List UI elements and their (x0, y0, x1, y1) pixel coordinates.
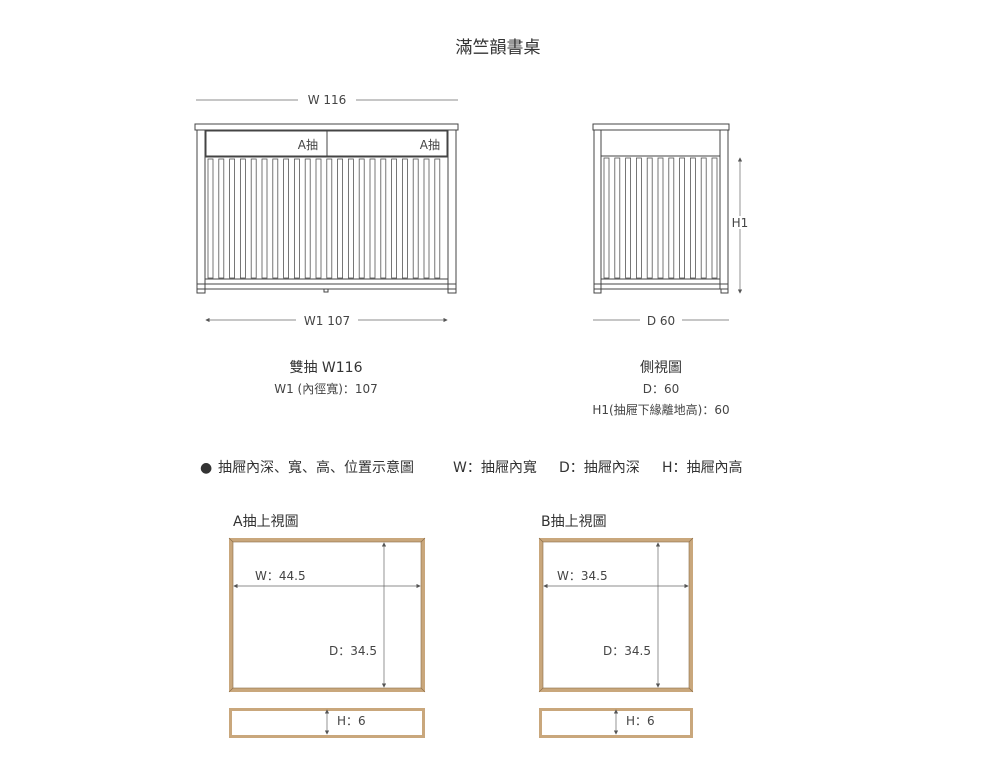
slat (369, 158, 376, 279)
front-slats (207, 158, 441, 279)
drawer-a-title: A抽上視圖 (233, 514, 299, 530)
height-label: H1 (732, 216, 749, 230)
drawer-b-top-view: B抽上視圖 W：34.5 D：34.5 H：6 (538, 514, 694, 738)
drawer-b-width-label: W：34.5 (557, 569, 608, 583)
slat (625, 157, 631, 279)
slat (668, 157, 675, 279)
slat (272, 158, 279, 279)
slat (391, 158, 398, 279)
slat (711, 157, 718, 279)
slat (261, 158, 268, 279)
slat (412, 158, 419, 279)
drawer-b-depth-label: D：34.5 (603, 644, 651, 658)
slat (423, 158, 430, 279)
drawer-a-depth-label: D：34.5 (329, 644, 377, 658)
slat (304, 158, 311, 279)
slat (358, 158, 365, 279)
front-caption: 雙抽 W116 (289, 360, 362, 376)
slat (283, 158, 290, 279)
side-slats (603, 157, 718, 279)
slat (293, 158, 300, 279)
side-note-height: H1(抽屜下緣離地高)：60 (592, 402, 729, 417)
slat (401, 158, 408, 279)
drawer-b-frame (538, 537, 694, 693)
drawer-a-width-label: W：44.5 (255, 569, 306, 583)
slat (239, 158, 246, 279)
slat (207, 158, 214, 279)
slat (679, 157, 685, 279)
legend-d: D：抽屜內深 (559, 460, 640, 476)
side-note-depth: D：60 (643, 382, 680, 396)
slat (229, 158, 236, 279)
drawer-a-height-label: H：6 (337, 714, 366, 728)
drawer-a-top-view: A抽上視圖 W：44.5 D：34.5 H：6 (228, 514, 426, 738)
drawer-label-left: A抽 (298, 138, 318, 152)
side-caption: 側視圖 (640, 360, 682, 376)
slat (646, 157, 653, 279)
slat (337, 158, 344, 279)
slat (434, 158, 441, 279)
legend-w: W：抽屜內寬 (453, 459, 537, 476)
legend: ● 抽屜內深、寬、高、位置示意圖 W：抽屜內寬 D：抽屜內深 H：抽屜內高 (200, 459, 743, 476)
slat (603, 157, 610, 279)
drawer-a-frame (228, 537, 426, 693)
slat (250, 158, 257, 279)
legend-bullet: ● (200, 460, 212, 476)
drawer-right (326, 130, 448, 157)
side-view: H1 D 60 側視圖 D：60 H1(抽屜下緣離地高)：60 (592, 123, 750, 417)
slat (347, 158, 354, 279)
slat (614, 157, 621, 279)
desk-side-drawing (592, 123, 730, 294)
slat (636, 157, 642, 279)
slat (315, 158, 322, 279)
legend-h: H：抽屜內高 (662, 459, 743, 476)
slat (326, 158, 333, 279)
drawer-b-title: B抽上視圖 (541, 514, 607, 530)
legend-main: 抽屜內深、寬、高、位置示意圖 (218, 459, 414, 476)
front-view: W 116 A抽 A抽 W1 107 (194, 93, 459, 396)
slat (380, 158, 387, 279)
width-label: W 116 (308, 93, 347, 107)
slat (218, 158, 225, 279)
depth-label: D 60 (647, 314, 675, 328)
inner-width-label: W1 107 (304, 314, 350, 328)
page-title: 滿竺韻書桌 (456, 38, 541, 58)
front-note: W1 (內徑寬)：107 (274, 381, 378, 396)
drawer-label-right: A抽 (420, 138, 440, 152)
desk-front-drawing (194, 123, 459, 294)
slat (700, 157, 707, 279)
drawer-b-height-label: H：6 (626, 714, 655, 728)
slat (690, 157, 696, 279)
slat (657, 157, 664, 279)
